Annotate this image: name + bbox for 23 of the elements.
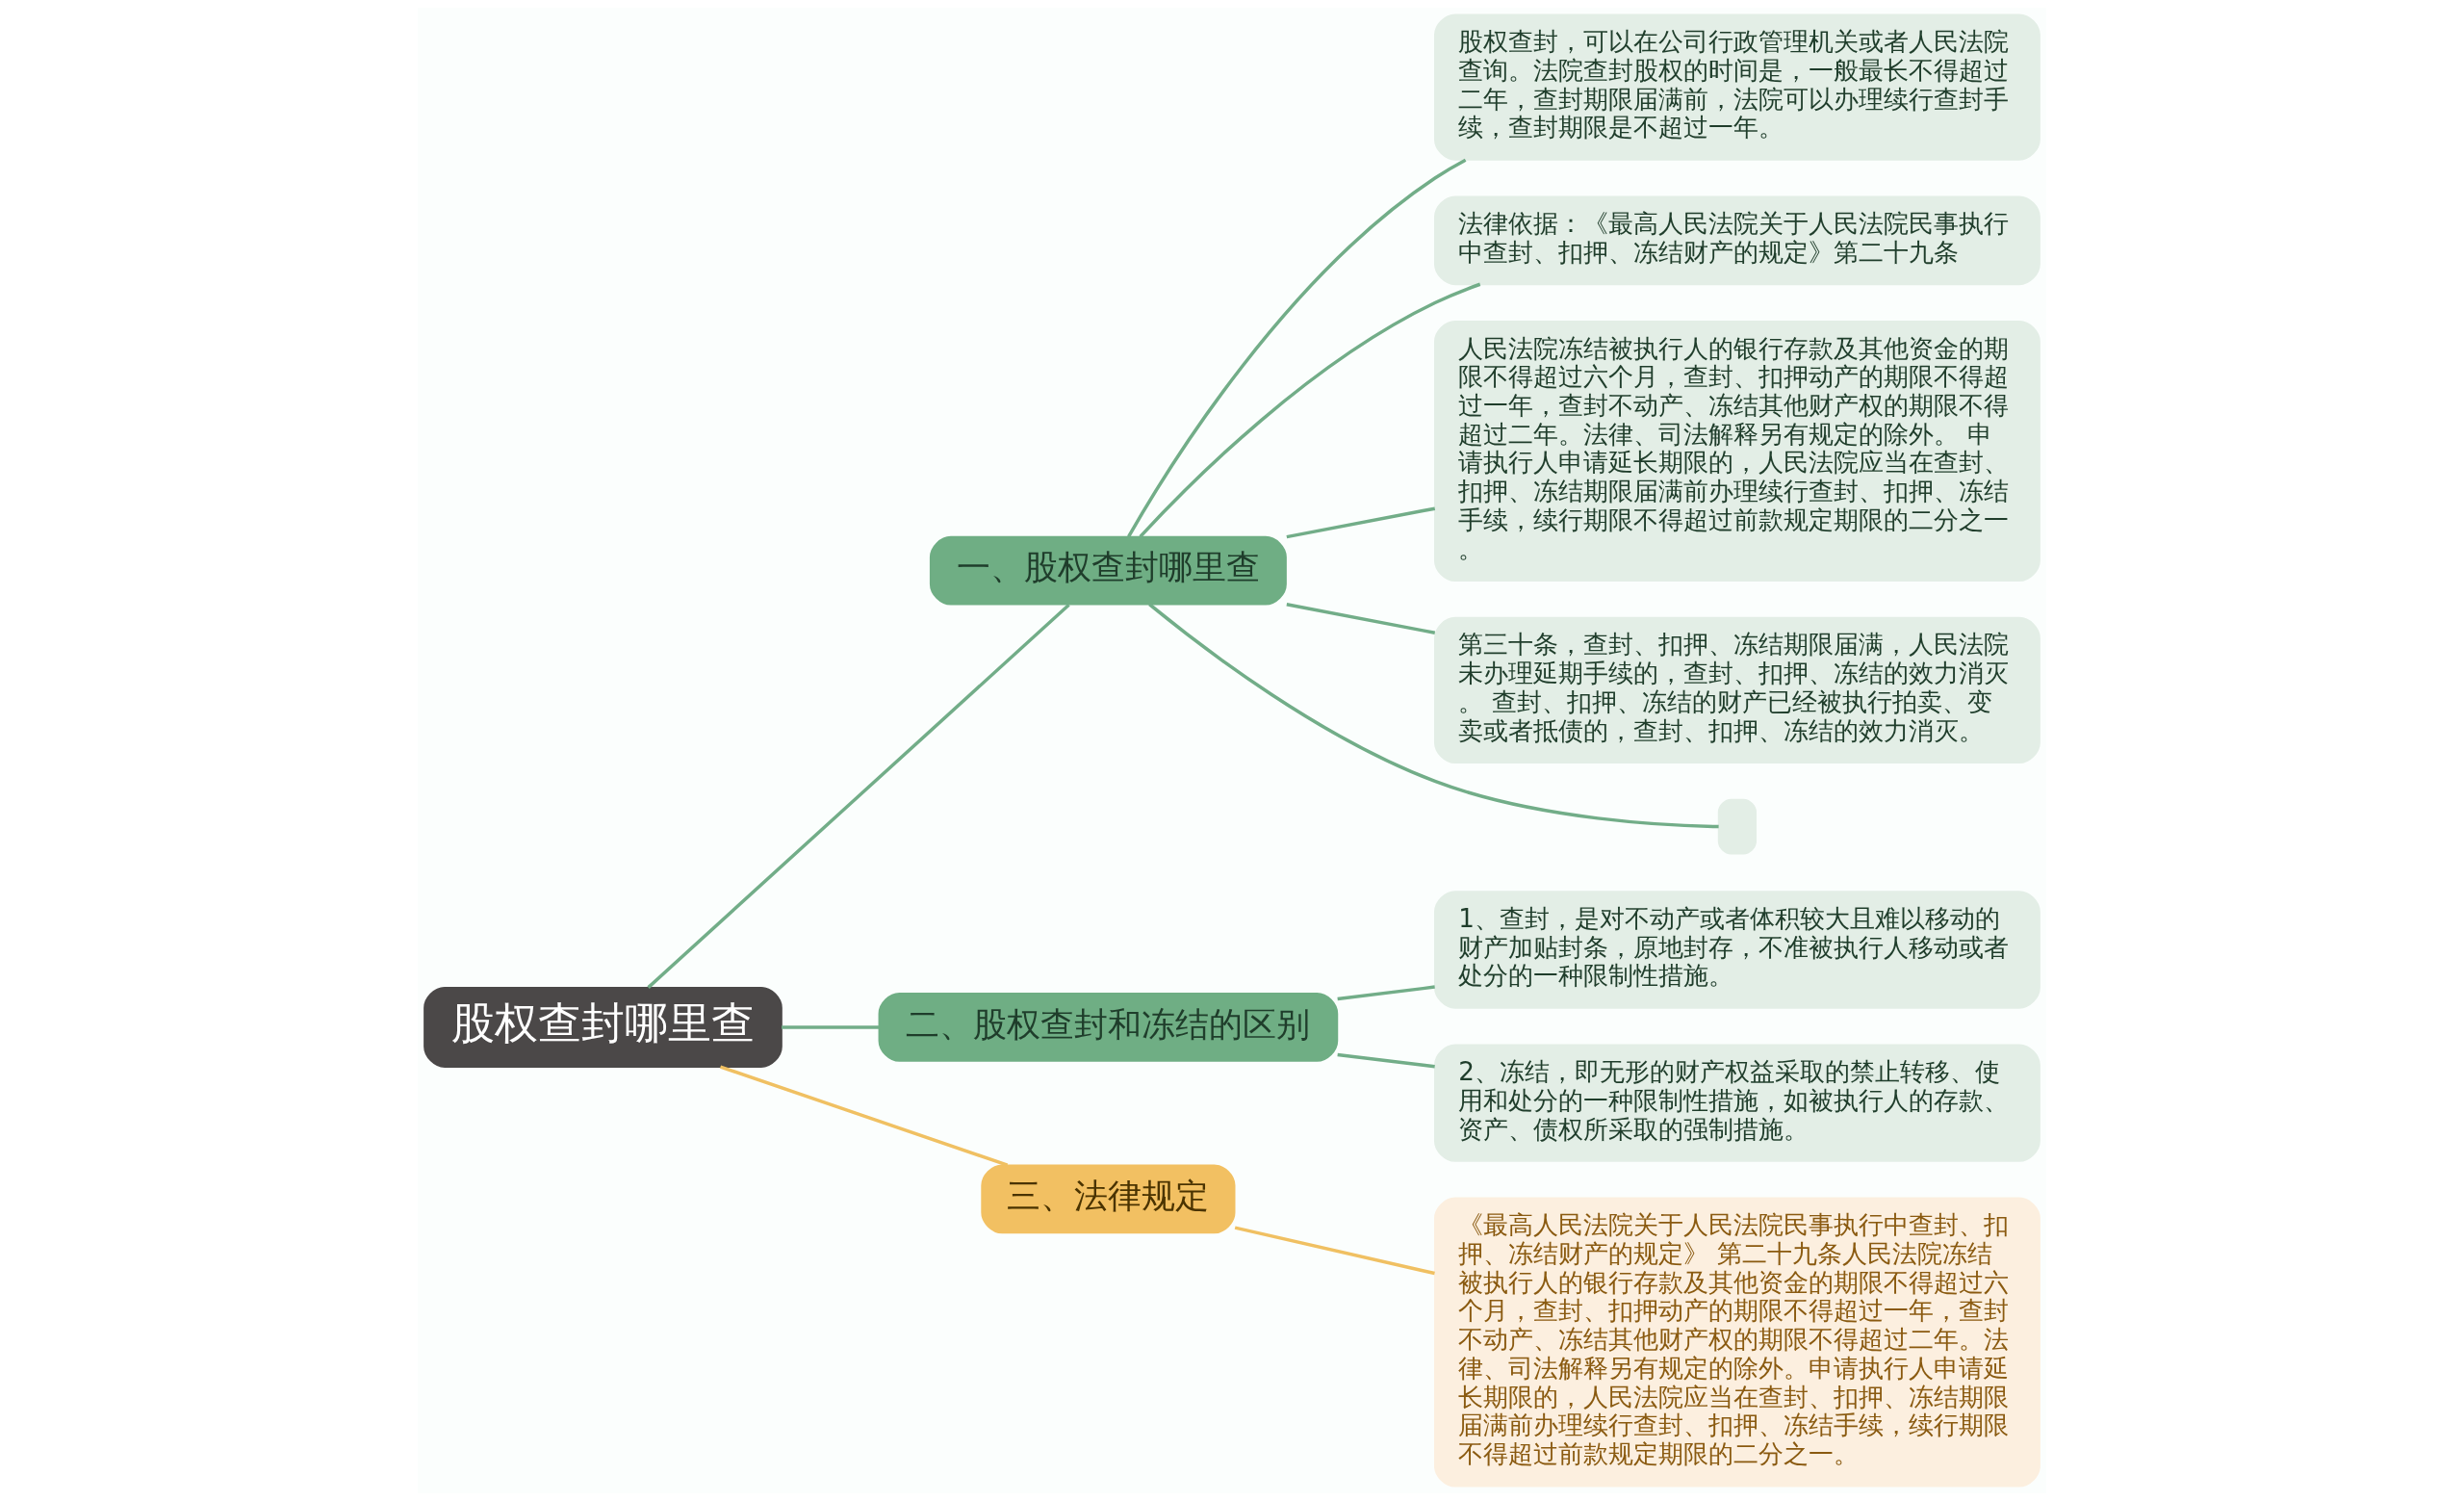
node-box: 一、股权查封哪里查 bbox=[929, 535, 1287, 606]
connector bbox=[1286, 506, 1436, 539]
connector bbox=[1234, 1226, 1435, 1276]
node-box: 二、股权查封和冻结的区别 bbox=[878, 993, 1339, 1062]
node-box: 三、法律规定 bbox=[981, 1164, 1236, 1234]
connector bbox=[1286, 603, 1436, 634]
node-box: 法律依据：《最高人民法院关于人民法院民事执行中查封、扣押、冻结财产的规定》第二十九条 bbox=[1433, 195, 2040, 286]
node-box: 人民法院冻结被执行人的银行存款及其他资金的期限不得超过六个月，查封、扣押动产的期限不得超过一年，查封不动产、冻结其他财产权的期限不得超过二年。法律、司法解释另有规定的除外。 申请执行人申请延长期限的，人民法院应当在查封、扣押、冻结期限届满前办理续行查封、扣押、冻结手续，续行期限不得超过前款规定期限的二分之一。 bbox=[1433, 320, 2040, 582]
node-box: 2、冻结，即无形的财产权益采取的禁止转移、使用和处分的一种限制性措施，如被执行人的存款、资产、债权所采取的强制措施。 bbox=[1433, 1044, 2040, 1162]
node-box: 股权查封，可以在公司行政管理机关或者人民法院查询。法院查封股权的时间是，一般最长不得超过二年，查封期限届满前，法院可以办理续行查封手续，查封期限是不超过一年。 bbox=[1433, 13, 2040, 161]
node-box: 1、查封，是对不动产或者体积较大且难以移动的财产加贴封条，原地封存，不准被执行人移动或者处分的一种限制性措施。 bbox=[1433, 891, 2040, 1009]
connector bbox=[1127, 158, 1467, 538]
node-box: 《最高人民法院关于人民法院民事执行中查封、扣押、冻结财产的规定》 第二十九条人民法院冻结被执行人的银行存款及其他资金的期限不得超过六个月，查封、扣押动产的期限不得超过一年，查封不动产、冻结其他财产权的期限不得超过二年。法律、司法解释另有规定的除外。申请执行人申请延长期限的，人民法院应当在查封、扣押、冻结期限届满前办理续行查封、扣押、冻结手续，续行期限不得超过前款规定期限的二分之一。 bbox=[1433, 1197, 2040, 1488]
connector bbox=[1337, 1052, 1435, 1069]
node-box bbox=[1717, 798, 1758, 855]
node-box: 第三十条，查封、扣押、冻结期限届满，人民法院未办理延期手续的，查封、扣押、冻结的效力消灭。 查封、扣押、冻结的财产已经被执行拍卖、变卖或者抵债的，查封、扣押、冻结的效力消灭。 bbox=[1433, 616, 2040, 764]
connector bbox=[782, 1025, 880, 1029]
node-box: 股权查封哪里查 bbox=[424, 986, 783, 1068]
connector bbox=[647, 604, 1070, 989]
connector bbox=[719, 1065, 1009, 1167]
connector bbox=[1148, 603, 1719, 829]
connector bbox=[1139, 282, 1481, 538]
connector bbox=[1337, 985, 1435, 1001]
